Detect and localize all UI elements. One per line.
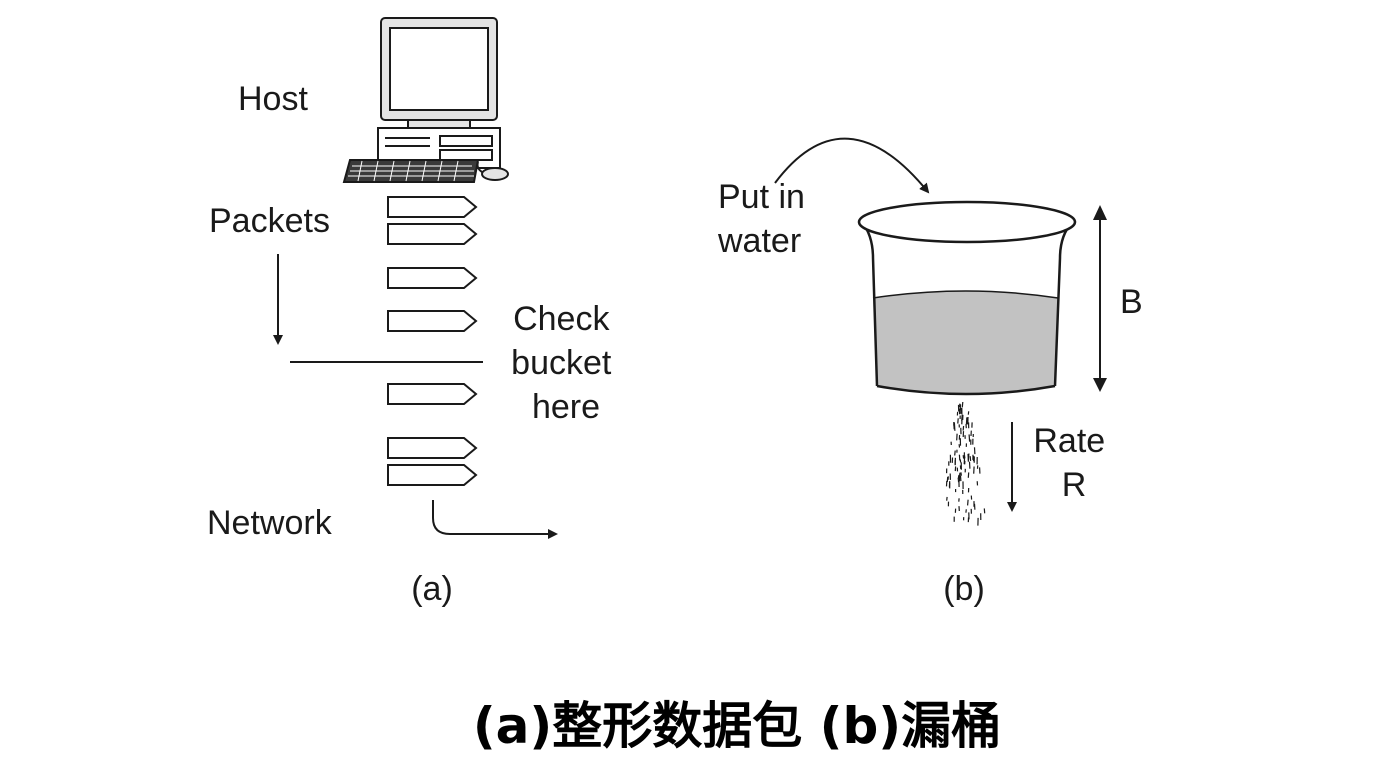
water-drop [961,401,964,408]
packet [387,464,478,486]
b-label: B [1120,283,1143,321]
packet [387,383,478,405]
pour-arrow [774,137,930,194]
water-drop [967,453,970,461]
packet [387,437,478,459]
water-drop [967,499,969,506]
host-label: Host [238,80,308,118]
water-drop [959,404,962,411]
check-label-line-3: here [532,388,600,426]
put-in-line-1: Put in [718,178,805,216]
rate-line-1: Rate [1033,422,1105,460]
packet [387,310,478,332]
host-computer-icon [342,17,509,183]
water-drop [966,418,968,425]
b-arrowhead-bottom [1093,378,1107,392]
leaky-bucket-icon [857,200,1077,396]
packet [387,267,478,289]
water-drop [960,472,962,476]
check-label-line-1: Check [513,300,610,338]
water-drop [953,422,955,430]
water-drop [962,425,965,431]
rate-label: Rate R [1033,422,1114,504]
water-drop [960,408,962,413]
put-in-line-2: water [717,222,801,260]
caption-b: (b) [943,570,985,608]
packets-label: Packets [209,202,330,240]
packet [387,223,478,245]
panel-a: Host Packets Check bucket here Network (… [207,17,621,608]
put-in-water-label: Put in water [717,178,814,260]
check-label-line-2: bucket [511,344,612,382]
b-arrowhead-top [1093,205,1107,220]
network-label: Network [207,504,333,542]
water-drop [954,450,956,456]
panel-b: Put in water B Rate R [717,137,1143,608]
network-arrow [432,500,558,539]
rate-line-2: R [1062,466,1087,504]
water-drop [968,434,971,442]
figure-title: (a)整形数据包 (b)漏桶 [473,697,1001,755]
caption-a: (a) [411,570,453,608]
packet [387,196,478,218]
leak-stream [945,401,986,526]
check-bucket-label: Check bucket here [511,300,621,426]
